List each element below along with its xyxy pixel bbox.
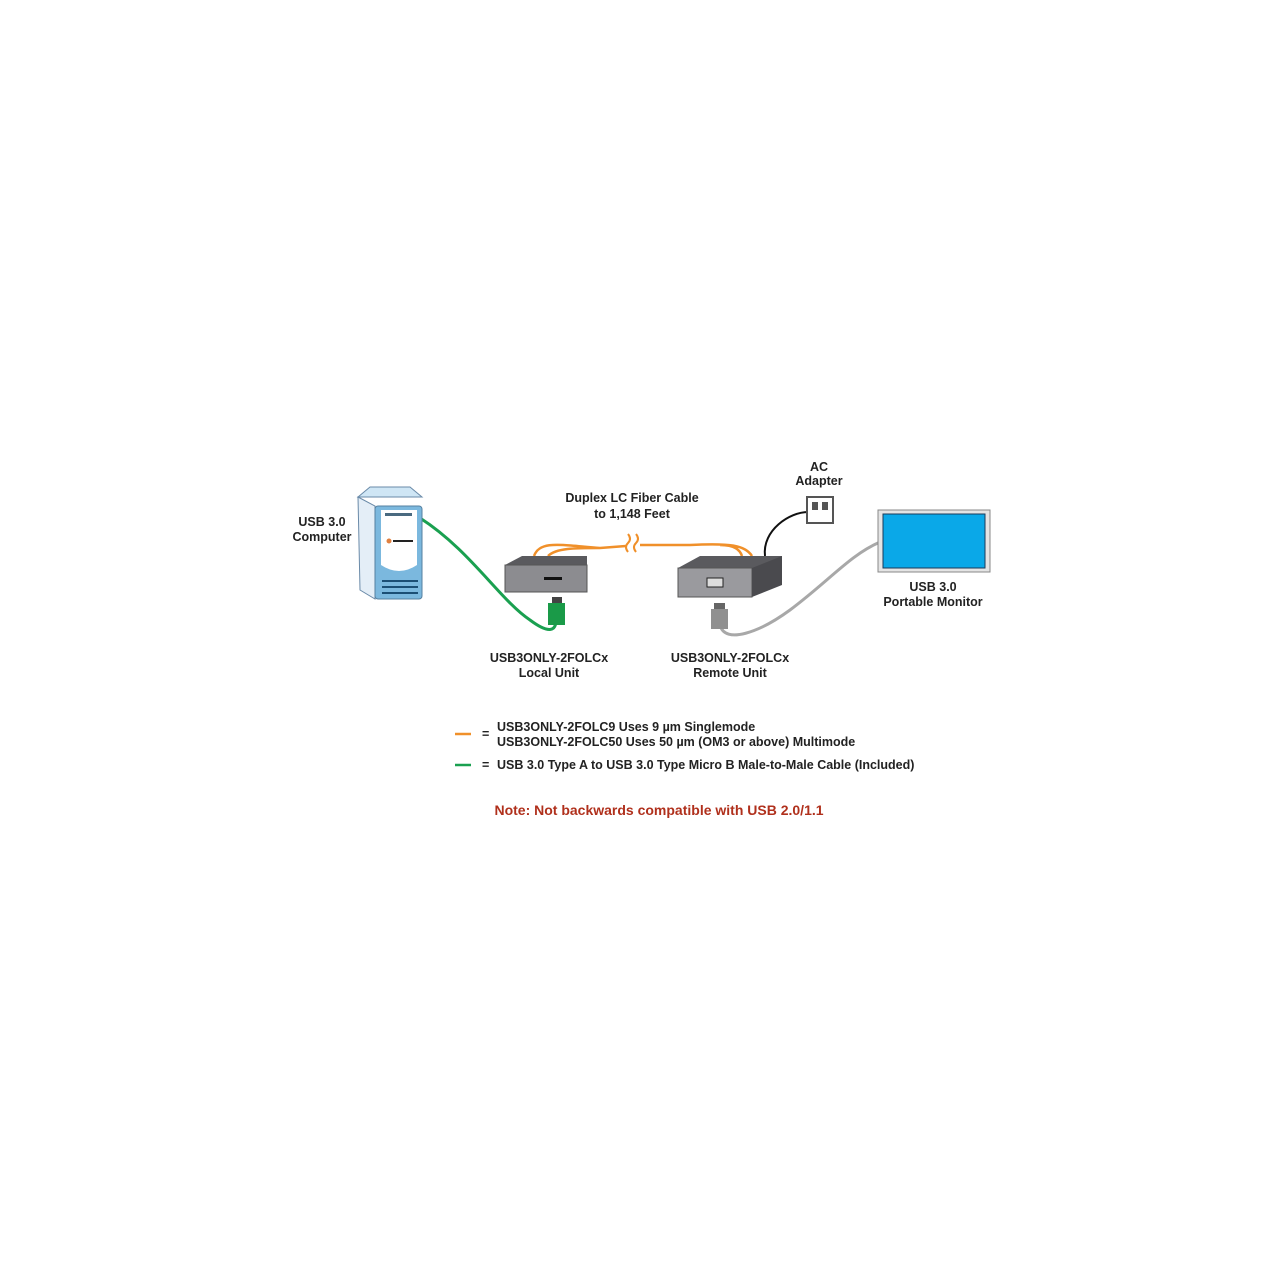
compatibility-note: Note: Not backwards compatible with USB …	[494, 802, 823, 818]
usb-port-icon	[544, 577, 562, 580]
fiber-label: to 1,148 Feet	[594, 507, 671, 521]
legend-fiber-text: USB3ONLY-2FOLC9 Uses 9 µm Singlemode	[497, 720, 755, 734]
portable-monitor-icon	[877, 509, 991, 573]
legend-equals: =	[482, 758, 489, 772]
computer-label: Computer	[292, 530, 351, 544]
legend-equals: =	[482, 727, 489, 741]
fiber-label: Duplex LC Fiber Cable	[565, 491, 698, 505]
usb-plug-icon	[548, 603, 565, 625]
green-usb-cable	[419, 516, 558, 631]
remote-unit-label: Remote Unit	[693, 666, 767, 680]
usb-a-port-icon	[706, 577, 724, 588]
local-unit-device	[504, 556, 588, 625]
local-unit-label: USB3ONLY-2FOLCx	[490, 651, 608, 665]
fiber-break-icon	[625, 533, 639, 553]
remote-unit-device	[677, 556, 782, 629]
gray-usb-cable	[718, 540, 881, 637]
ac-adapter-label: AC	[810, 460, 828, 474]
monitor-label: USB 3.0	[909, 580, 956, 594]
ac-adapter-icon	[806, 496, 834, 524]
ac-adapter-label: Adapter	[795, 474, 842, 488]
remote-unit-label: USB3ONLY-2FOLCx	[671, 651, 789, 665]
computer-tower-icon	[356, 486, 424, 600]
power-cable	[763, 511, 809, 557]
legend-usb-text: USB 3.0 Type A to USB 3.0 Type Micro B M…	[497, 758, 914, 772]
usb-plug-icon	[711, 609, 728, 629]
legend: = USB3ONLY-2FOLC9 Uses 9 µm Singlemode U…	[455, 720, 914, 772]
local-unit-label: Local Unit	[519, 666, 580, 680]
fiber-cable	[532, 543, 754, 557]
legend-fiber-text: USB3ONLY-2FOLC50 Uses 50 µm (OM3 or abov…	[497, 735, 855, 749]
computer-label: USB 3.0	[298, 515, 345, 529]
monitor-label: Portable Monitor	[883, 595, 982, 609]
